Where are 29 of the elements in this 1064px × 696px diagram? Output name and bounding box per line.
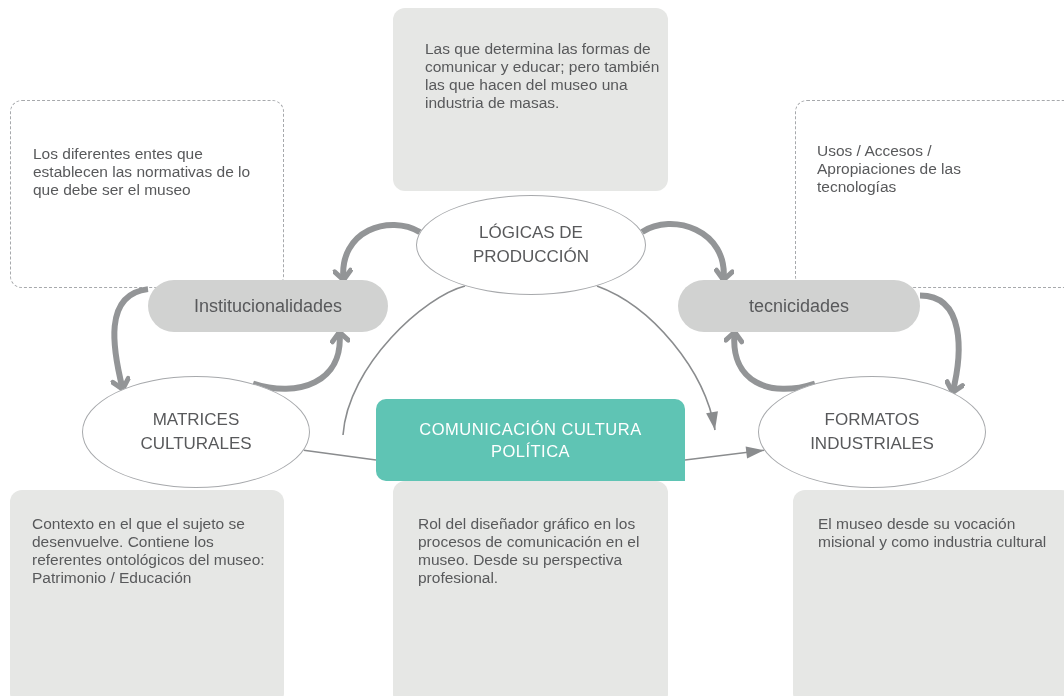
arrow bbox=[684, 446, 765, 461]
note-text: Usos / Accesos / Apropiaciones de las tecnologías bbox=[817, 142, 962, 196]
curved-arrow bbox=[640, 221, 734, 283]
pill-node bbox=[678, 280, 920, 332]
note-box bbox=[393, 481, 668, 696]
curved-arrow bbox=[919, 292, 965, 395]
note-text: El museo desde su vocación misional y como industria cultural bbox=[818, 515, 1048, 551]
node-label: MATRICES CULTURALES bbox=[139, 409, 253, 455]
note-box bbox=[393, 8, 668, 191]
node-label: COMUNICACIÓN CULTURA POLÍTICA bbox=[418, 419, 643, 462]
connector-line bbox=[342, 285, 466, 436]
curved-arrow bbox=[252, 329, 351, 392]
connector-line bbox=[303, 449, 377, 461]
curved-arrow bbox=[110, 286, 149, 392]
note-text: Los diferentes entes que establecen las normativas de lo que debe ser el museo bbox=[33, 145, 252, 199]
note-text: Las que determina las formas de comunicar y educar; pero también las que hacen del museo una industria de masas. bbox=[425, 40, 660, 112]
note-box bbox=[10, 490, 284, 696]
note-box bbox=[793, 490, 1064, 696]
curved-arrow bbox=[723, 329, 816, 392]
node-label: Institucionalidades bbox=[193, 295, 343, 317]
curved-arrow bbox=[332, 221, 422, 283]
node-label: FORMATOS INDUSTRIALES bbox=[809, 409, 935, 455]
arrow bbox=[596, 285, 717, 431]
node-label: LÓGICAS DE PRODUCCIÓN bbox=[471, 222, 591, 268]
pill-node bbox=[148, 280, 388, 332]
central-box bbox=[376, 399, 685, 481]
note-text: Rol del diseñador gráfico en los procesos de comunicación en el museo. Desde su perspectiva profesional. bbox=[418, 515, 641, 587]
node-label: tecnicidades bbox=[748, 295, 850, 317]
note-text: Contexto en el que el sujeto se desenvuelve. Contiene los referentes ontológicos del museo: Patrimonio / Educación bbox=[32, 515, 266, 587]
